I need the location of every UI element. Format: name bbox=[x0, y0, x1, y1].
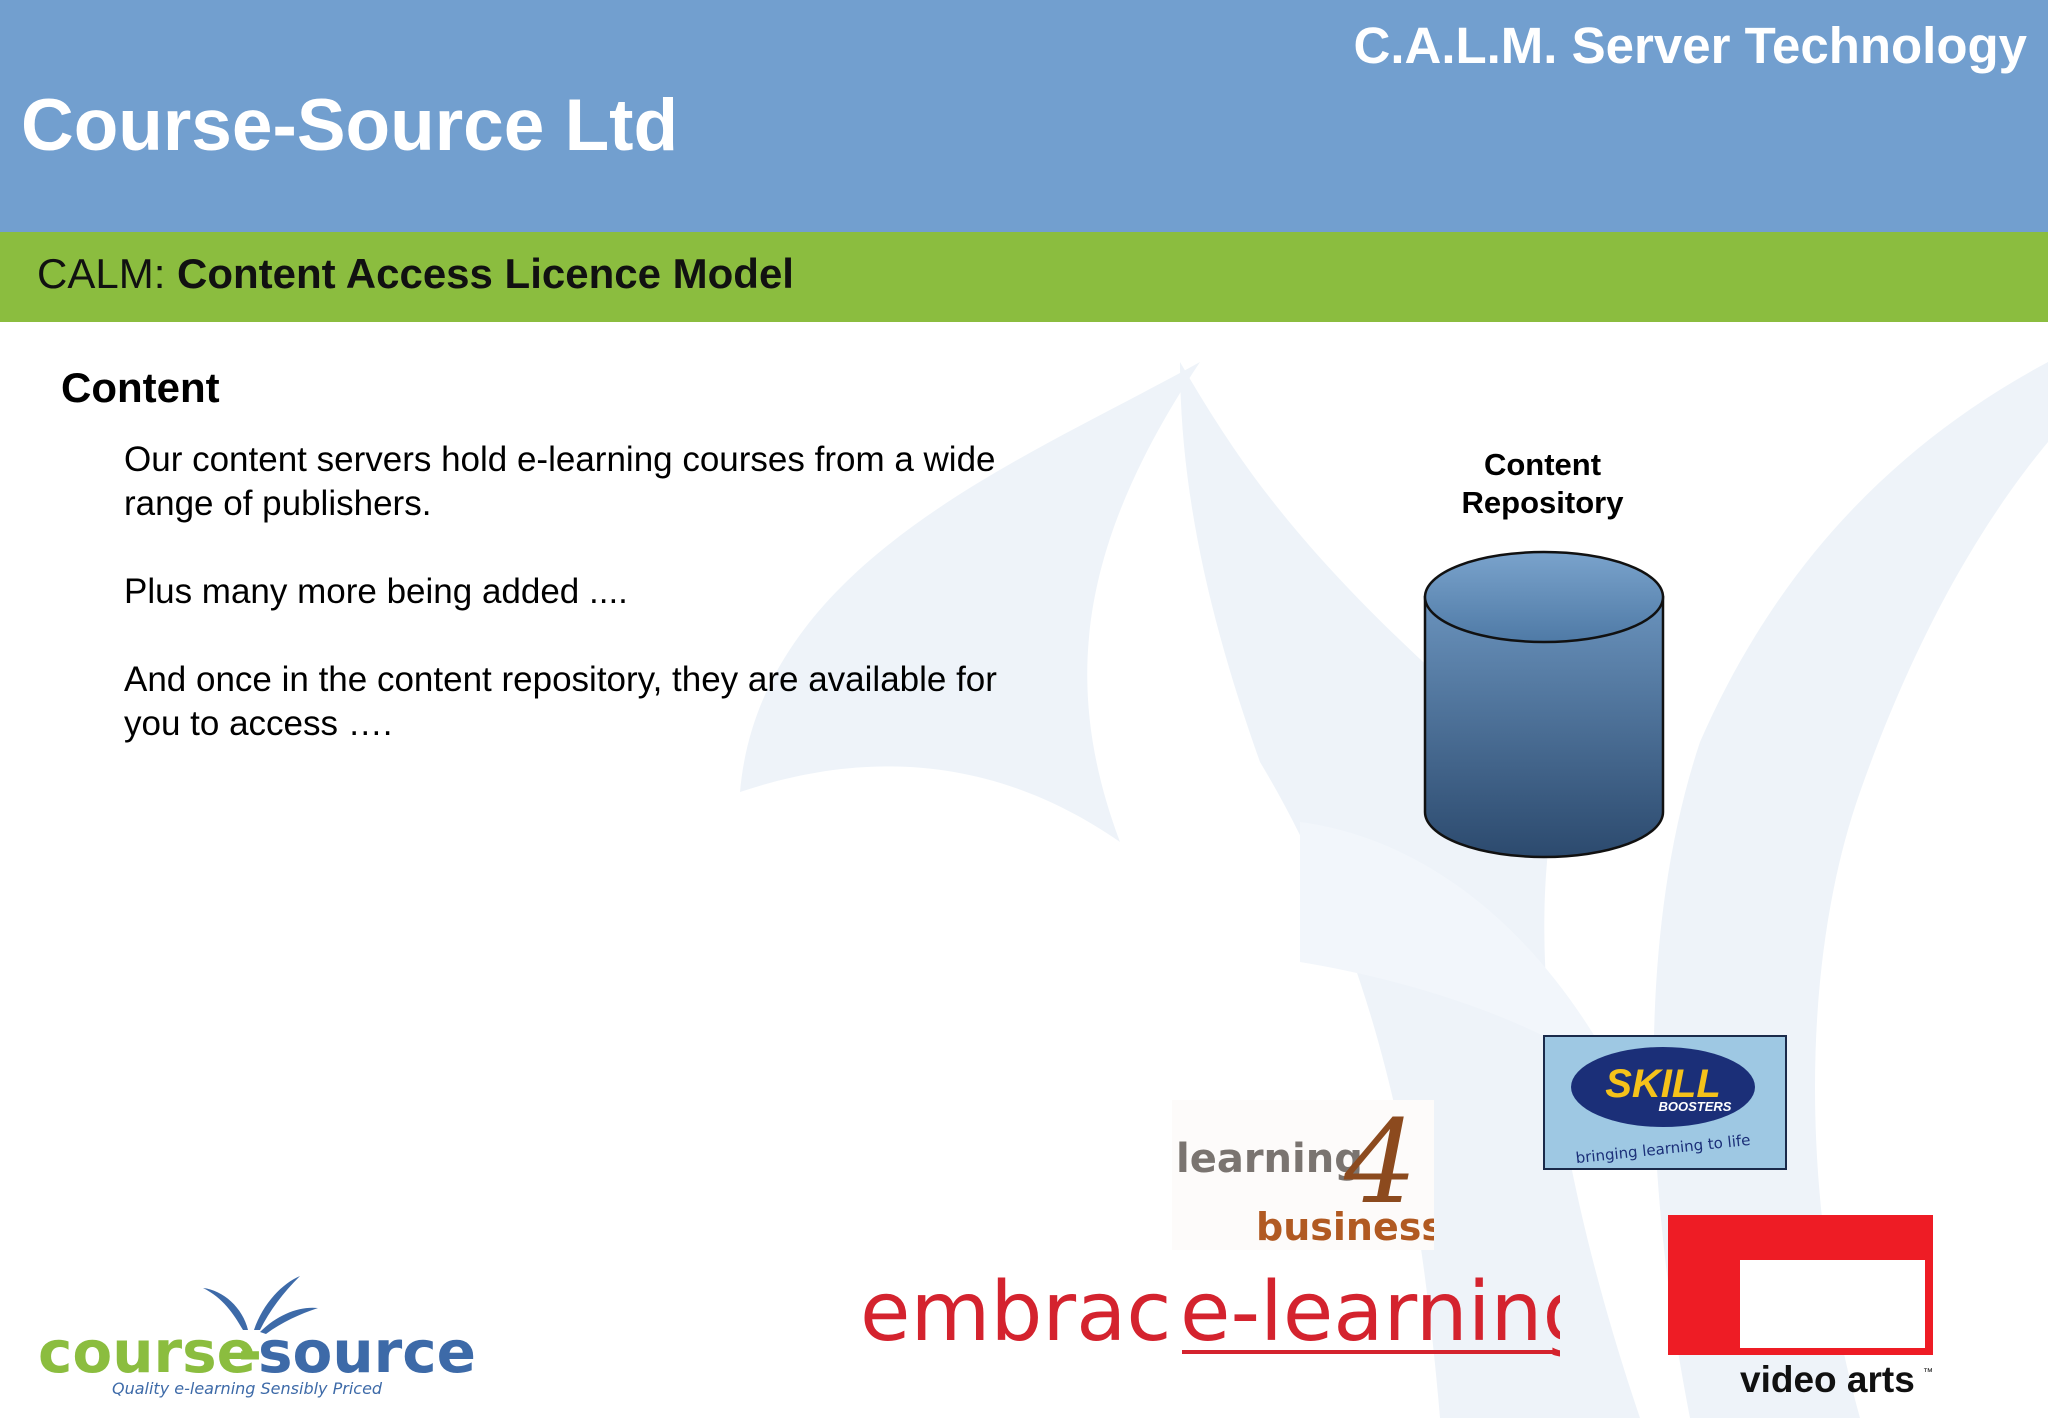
video-arts-text: video arts bbox=[1740, 1359, 1915, 1400]
repository-label-line2: Repository bbox=[1461, 485, 1624, 520]
embrace-part2: e-learning bbox=[1180, 1270, 1560, 1360]
header-band bbox=[0, 0, 2048, 232]
video-arts-mark: video arts ™ bbox=[1668, 1215, 1933, 1400]
subtitle-emphasis: Content Access Licence Model bbox=[177, 250, 794, 297]
learning4business-logo: learning 4 business bbox=[1172, 1096, 1444, 1250]
skill-word: SKILL bbox=[1605, 1062, 1721, 1106]
cs-tagline: Quality e-learning Sensibly Priced bbox=[112, 1379, 383, 1398]
learning4business-mark: learning 4 business bbox=[1176, 1096, 1444, 1249]
video-arts-logo: video arts ™ bbox=[1668, 1215, 1933, 1400]
cs-course: course bbox=[38, 1318, 256, 1386]
paragraph-available: And once in the content repository, they… bbox=[124, 660, 997, 743]
embrace-part1: embrac bbox=[860, 1270, 1171, 1360]
course-source-mark: course - source Quality e-learning Sensi… bbox=[38, 1276, 476, 1398]
l4b-learning: learning bbox=[1176, 1136, 1363, 1182]
database-cylinder-icon bbox=[1423, 550, 1665, 859]
l4b-four: 4 bbox=[1343, 1100, 1417, 1230]
skill-boosters-logo: SKILL BOOSTERS bringing learning to life bbox=[1543, 1035, 1787, 1170]
video-arts-tm: ™ bbox=[1923, 1367, 1933, 1378]
boosters-word: BOOSTERS bbox=[1659, 1099, 1732, 1114]
skill-boosters-mark: SKILL BOOSTERS bringing learning to life bbox=[1571, 1047, 1755, 1167]
cs-dash: - bbox=[238, 1318, 262, 1386]
subtitle-prefix: CALM: bbox=[37, 250, 178, 297]
repository-label-line1: Content bbox=[1483, 447, 1602, 482]
skill-tagline: bringing learning to life bbox=[1575, 1131, 1751, 1167]
subtitle-band bbox=[0, 232, 2048, 322]
embrace-mark: embrac e-learning bbox=[860, 1265, 1595, 1360]
header-tagline: C.A.L.M. Server Technology bbox=[1353, 17, 2027, 74]
section-heading: Content bbox=[61, 364, 220, 411]
course-source-logo: course - source Quality e-learning Sensi… bbox=[38, 1268, 488, 1398]
cs-source: source bbox=[258, 1318, 476, 1386]
embrace-elearning-logo: embrac e-learning bbox=[860, 1265, 1595, 1370]
company-title: Course-Source Ltd bbox=[21, 85, 679, 166]
l4b-business: business bbox=[1256, 1205, 1434, 1249]
paragraph-publishers: Our content servers hold e-learning cour… bbox=[124, 440, 996, 523]
paragraph-more-added: Plus many more being added .... bbox=[124, 572, 628, 611]
slide-subtitle: CALM: Content Access Licence Model bbox=[37, 250, 794, 298]
repository-label: Content Repository bbox=[1410, 446, 1675, 522]
